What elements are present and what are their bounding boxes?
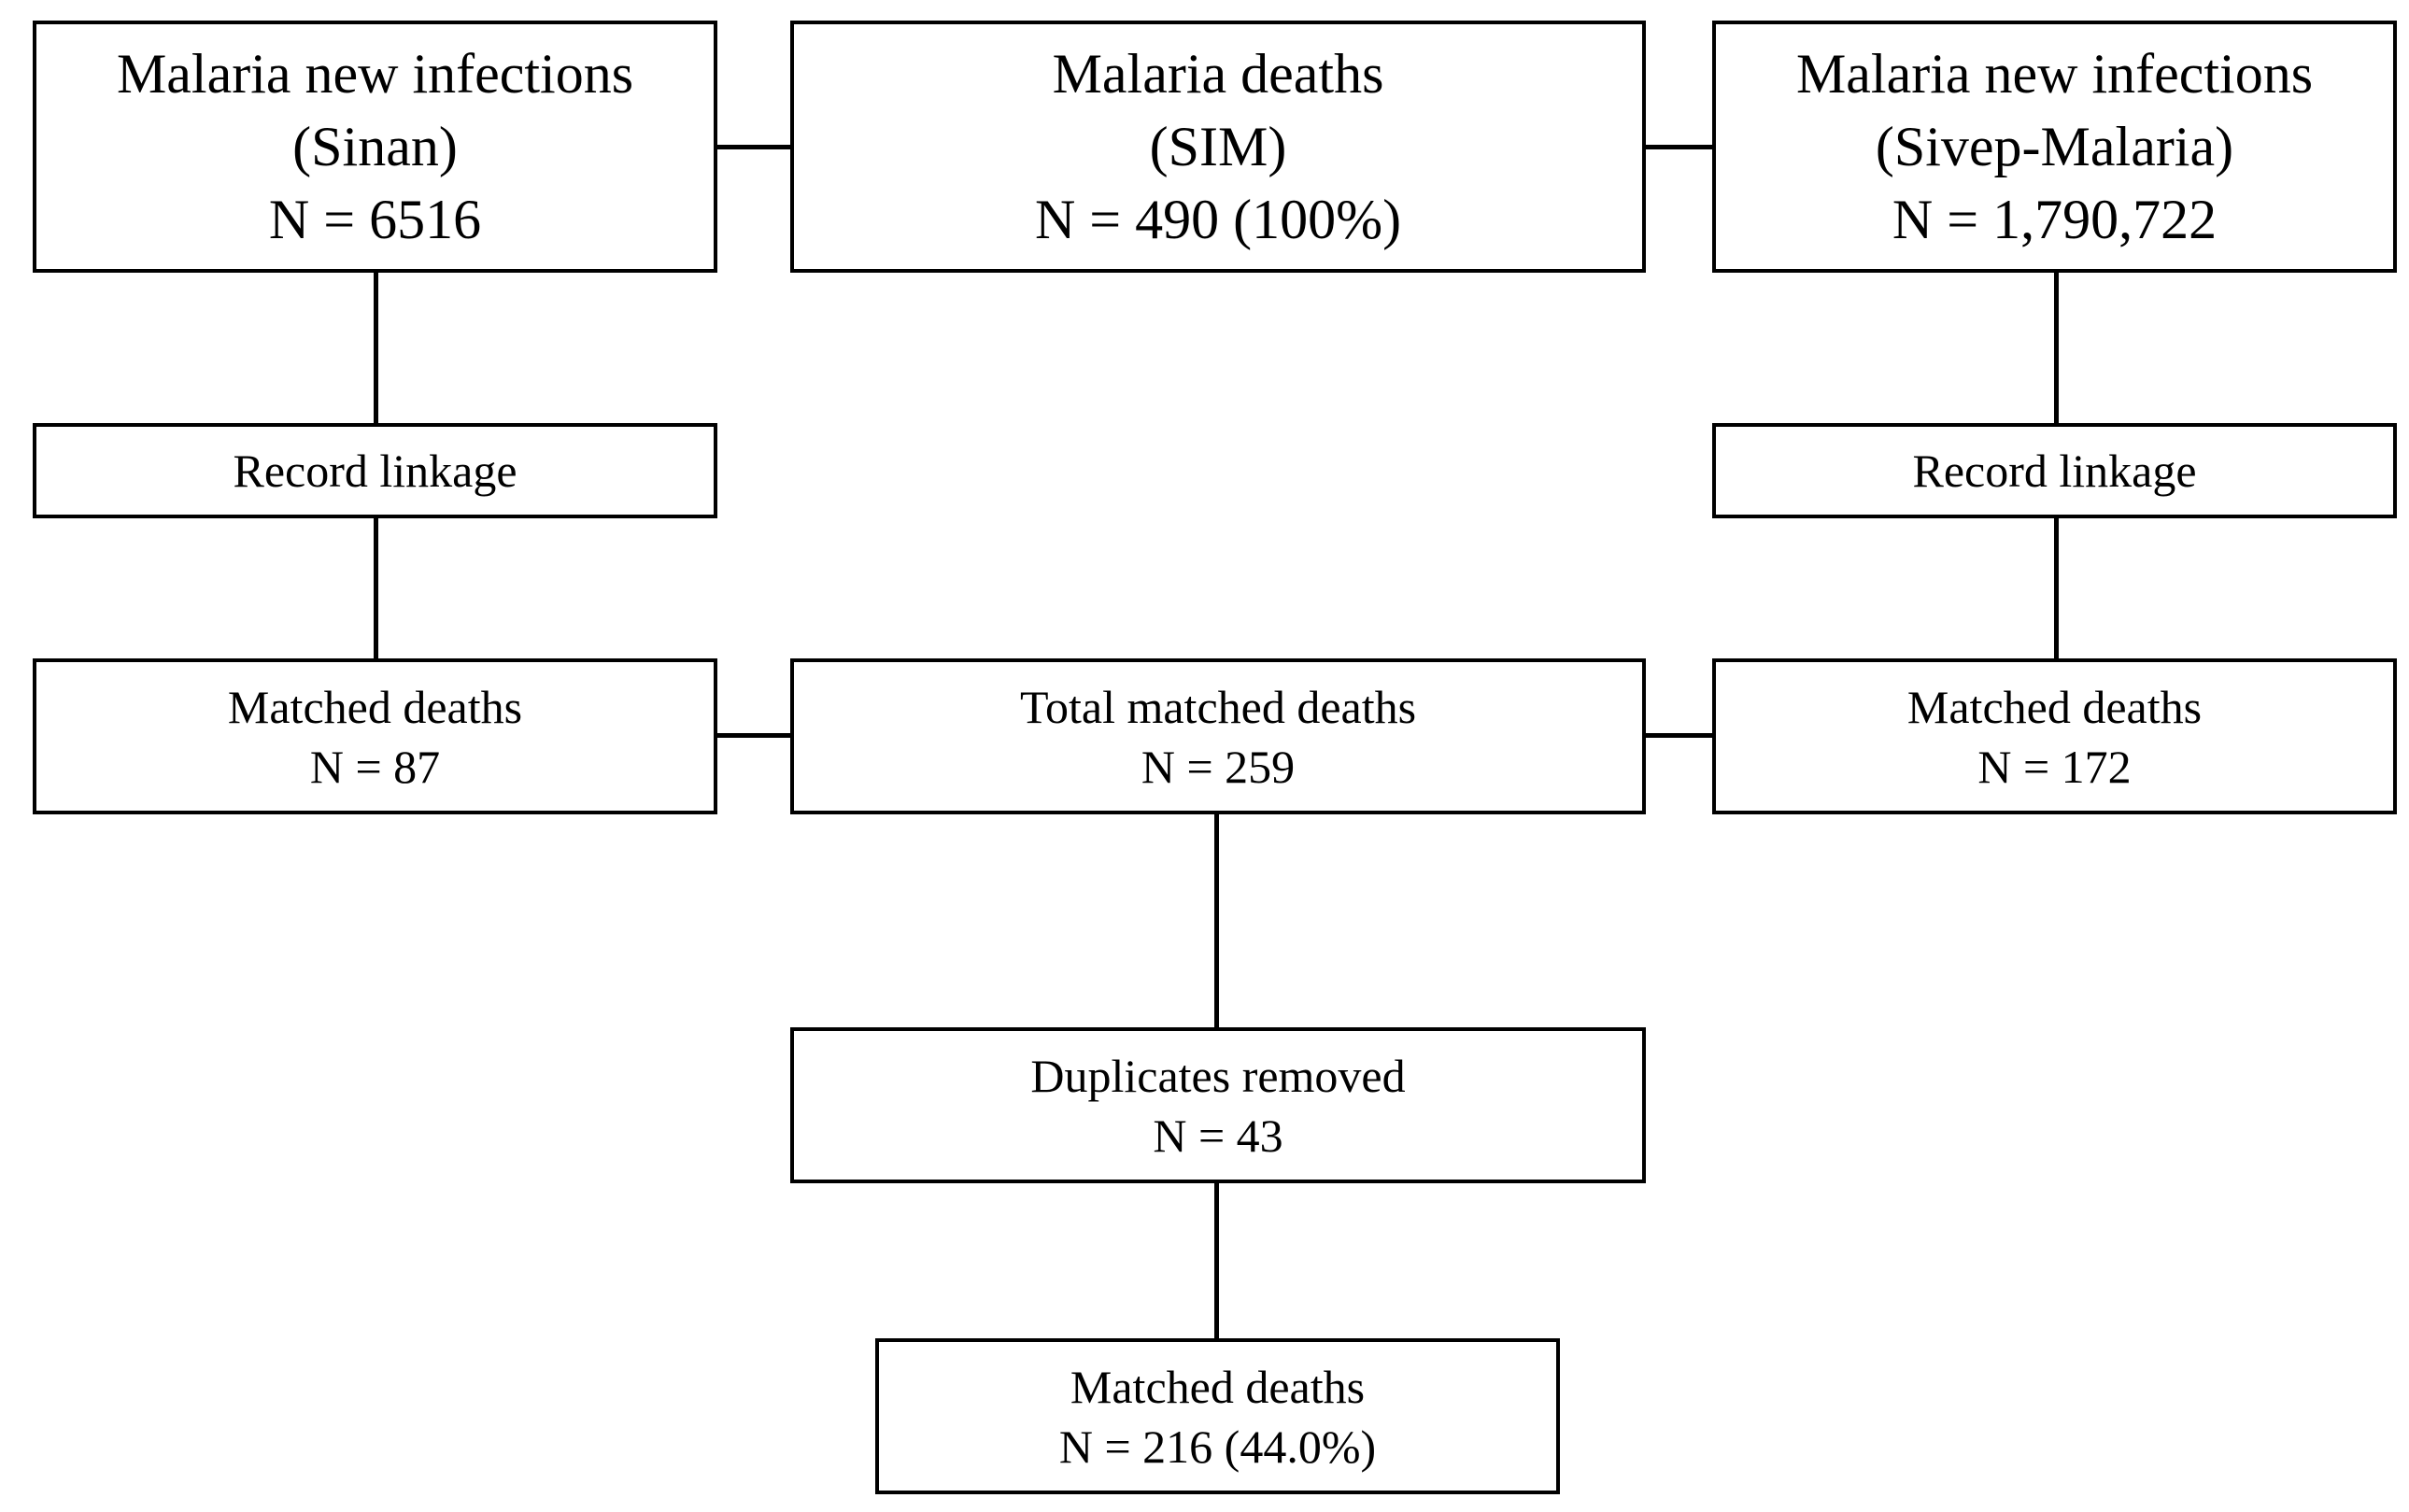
- final-matched-deaths-box: Matched deaths N = 216 (44.0%): [875, 1338, 1560, 1494]
- matched-left-title: Matched deaths: [227, 680, 523, 733]
- final-count: N = 216 (44.0%): [1058, 1420, 1377, 1473]
- sinan-subtitle: (Sinan): [292, 116, 458, 177]
- sivep-infections-box: Malaria new infections (Sivep-Malaria) N…: [1712, 21, 2397, 273]
- matched-deaths-right-box: Matched deaths N = 172: [1712, 658, 2397, 814]
- connector-sinan-sim: [715, 145, 794, 149]
- record-linkage-left-label: Record linkage: [233, 445, 517, 497]
- sinan-infections-box: Malaria new infections (Sinan) N = 6516: [33, 21, 717, 273]
- connector-sinan-linkage: [374, 271, 378, 425]
- connector-linkage-left-matched: [374, 516, 378, 660]
- matched-right-title: Matched deaths: [1906, 680, 2203, 733]
- final-title: Matched deaths: [1070, 1360, 1366, 1413]
- matched-deaths-left-box: Matched deaths N = 87: [33, 658, 717, 814]
- duplicates-title: Duplicates removed: [1030, 1049, 1406, 1102]
- total-matched-count: N = 259: [1141, 740, 1296, 793]
- record-linkage-left-box: Record linkage: [33, 423, 717, 518]
- connector-duplicates-final: [1214, 1181, 1219, 1340]
- connector-sivep-linkage: [2054, 271, 2059, 425]
- connector-sim-sivep: [1643, 145, 1716, 149]
- connector-total-duplicates: [1214, 813, 1219, 1029]
- sivep-count: N = 1,790,722: [1892, 189, 2218, 250]
- connector-total-matched-right: [1643, 733, 1716, 738]
- sinan-count: N = 6516: [268, 189, 482, 250]
- connector-matched-left-total: [715, 733, 794, 738]
- sim-title: Malaria deaths: [1052, 43, 1384, 105]
- record-linkage-right-label: Record linkage: [1912, 445, 2197, 497]
- duplicates-count: N = 43: [1153, 1109, 1283, 1162]
- matched-right-count: N = 172: [1977, 740, 2132, 793]
- duplicates-removed-box: Duplicates removed N = 43: [790, 1027, 1646, 1183]
- matched-left-count: N = 87: [309, 740, 441, 793]
- sivep-title: Malaria new infections: [1795, 43, 2314, 105]
- sinan-title: Malaria new infections: [116, 43, 634, 105]
- sim-deaths-box: Malaria deaths (SIM) N = 490 (100%): [790, 21, 1646, 273]
- total-matched-title: Total matched deaths: [1019, 680, 1417, 733]
- total-matched-deaths-box: Total matched deaths N = 259: [790, 658, 1646, 814]
- connector-linkage-right-matched: [2054, 516, 2059, 660]
- sim-subtitle: (SIM): [1149, 116, 1287, 177]
- sivep-subtitle: (Sivep-Malaria): [1875, 116, 2234, 177]
- record-linkage-right-box: Record linkage: [1712, 423, 2397, 518]
- sim-count: N = 490 (100%): [1034, 189, 1402, 250]
